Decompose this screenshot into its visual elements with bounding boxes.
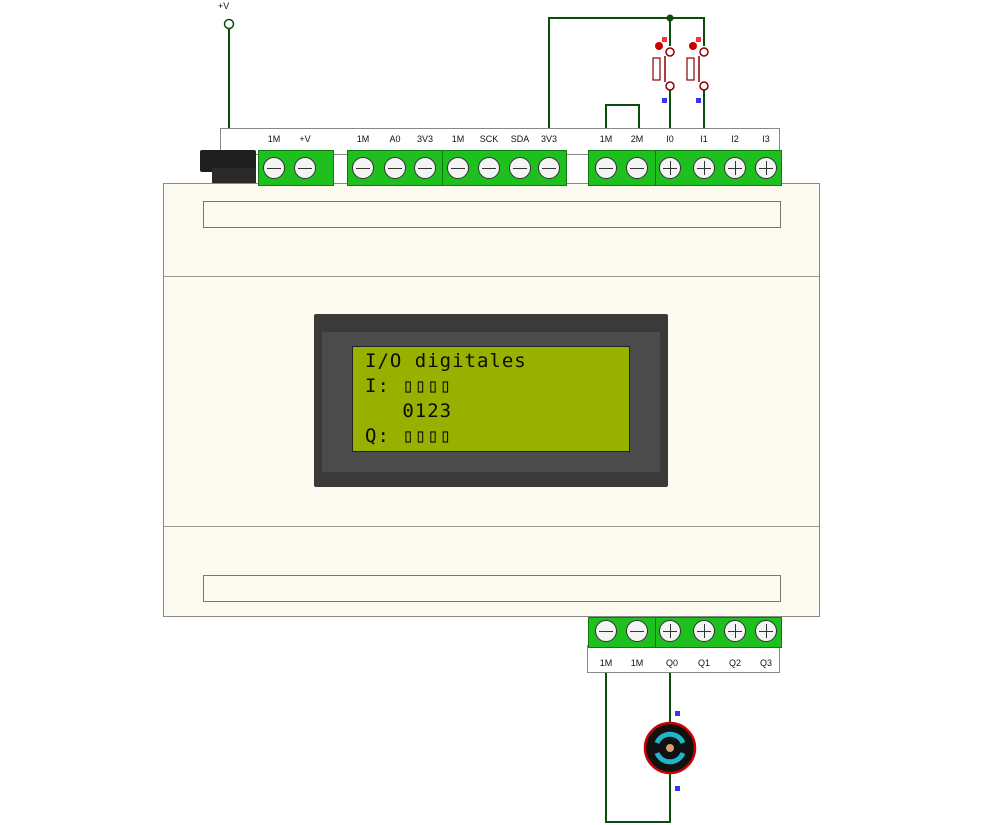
lcd-line-2: I: ▯▯▯▯ [365,375,453,397]
label-top-3v3-i2c: 3V3 [540,134,557,144]
push-button-i0[interactable] [652,37,675,103]
motor-wires [605,672,671,823]
label-top-i3: I3 [762,134,770,144]
terminal-screw [509,157,531,179]
bottom-label-strip [587,645,780,673]
terminal-screw [659,620,681,642]
label-bottom-q0: Q0 [665,658,678,668]
label-top-1m: 1M [267,134,281,144]
label-top-3v3-analog: 3V3 [416,134,433,144]
terminal-screw [659,157,681,179]
switch-supply-wire [548,14,705,155]
terminal-screw [538,157,560,179]
label-top-vplus: +V [299,134,311,144]
label-top-i2: I2 [731,134,739,144]
label-top-a0: A0 [389,134,401,144]
lcd-line-4: Q: ▯▯▯▯ [365,425,453,447]
lcd-bezel: I/O digitales I: ▯▯▯▯ 0123 Q: ▯▯▯▯ [314,314,668,487]
label-top-sda: SDA [510,134,530,144]
lcd-screen: I/O digitales I: ▯▯▯▯ 0123 Q: ▯▯▯▯ [352,346,630,452]
housing-divider-bottom [164,526,819,527]
terminal-screw [263,157,285,179]
push-button-i1[interactable] [686,37,709,103]
terminal-screw [294,157,316,179]
bottom-label-window [203,575,781,602]
label-top-1m-analog: 1M [356,134,370,144]
label-bottom-q3: Q3 [759,658,772,668]
lcd-line-3: 0123 [365,400,453,422]
power-jack [200,150,256,172]
terminal-screw [755,620,777,642]
dc-motor [643,711,697,791]
terminal-screw [595,620,617,642]
terminal-screw [595,157,617,179]
housing-divider-top [164,276,819,277]
terminal-screw [478,157,500,179]
label-top-2m: 2M [630,134,644,144]
terminal-screw [724,620,746,642]
label-bottom-q2: Q2 [728,658,741,668]
terminal-screw [724,157,746,179]
label-top-1m-inputs: 1M [599,134,613,144]
label-top-i0: I0 [666,134,674,144]
label-top-sck: SCK [479,134,499,144]
terminal-screw [626,620,648,642]
terminal-screw [626,157,648,179]
lcd-line-1: I/O digitales [365,350,527,372]
top-label-window [203,201,781,228]
terminal-screw [447,157,469,179]
label-bottom-1m-a: 1M [599,658,613,668]
terminal-screw [755,157,777,179]
terminal-screw [352,157,374,179]
supply-label: +V [218,1,230,11]
label-top-i1: I1 [700,134,708,144]
label-top-1m-i2c: 1M [451,134,465,144]
terminal-screw [693,157,715,179]
terminal-screw [414,157,436,179]
terminal-screw [693,620,715,642]
terminal-screw [384,157,406,179]
label-bottom-q1: Q1 [697,658,710,668]
label-bottom-1m-b: 1M [630,658,644,668]
